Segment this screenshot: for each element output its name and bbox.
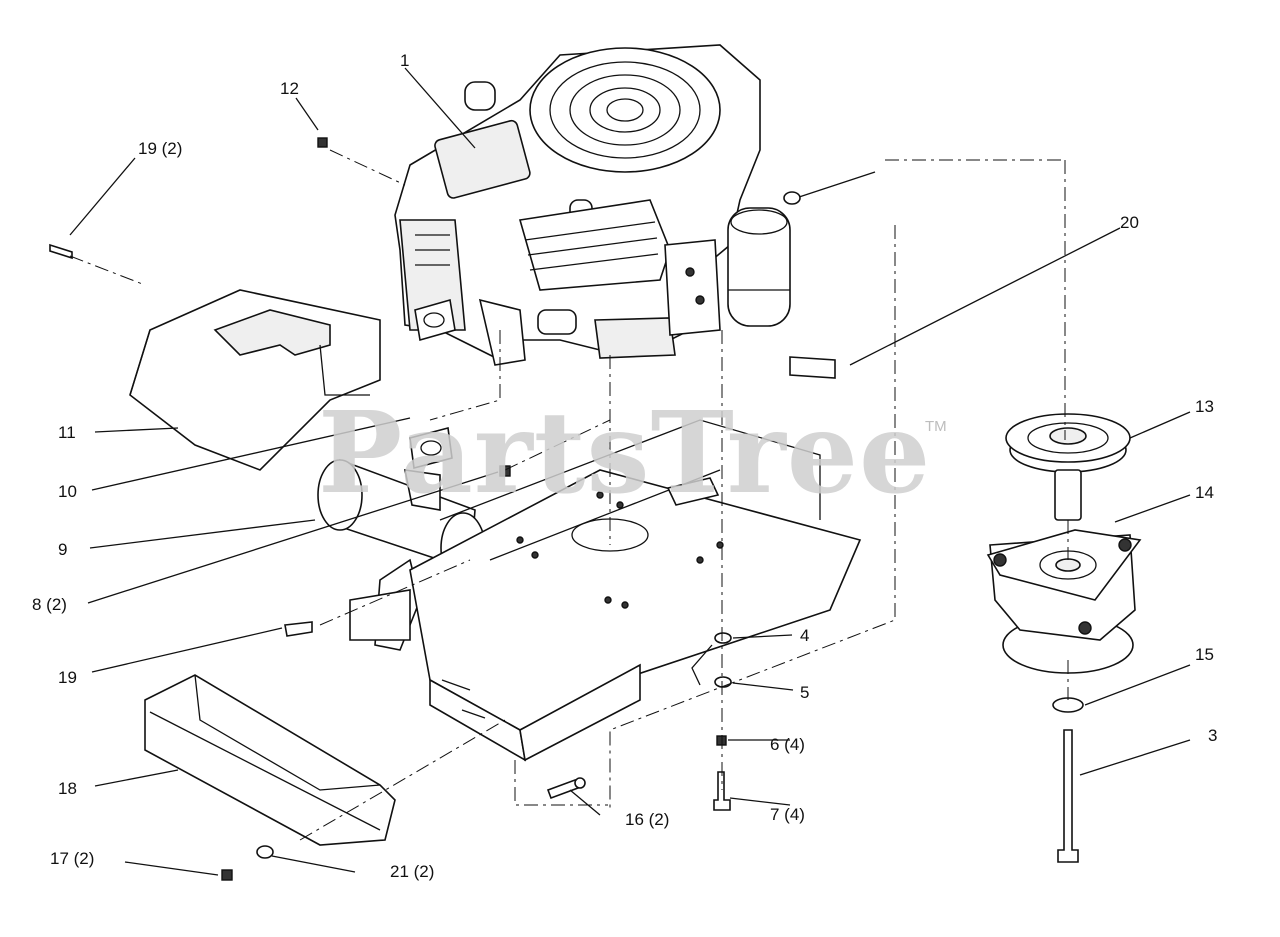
chassis-frame-part — [349, 419, 862, 762]
watermark-trademark: TM — [925, 418, 947, 435]
callout-1: 1 — [400, 51, 410, 70]
callout-16-2: 16 (2) — [625, 810, 670, 829]
hardware-parts — [49, 137, 1084, 881]
callout-15: 15 — [1195, 645, 1214, 664]
callout-14: 14 — [1195, 483, 1214, 502]
watermark-text: PartsTree — [318, 388, 932, 519]
part-21-washer — [256, 845, 274, 859]
heat-shield-part — [129, 289, 381, 471]
part-5-washer — [714, 676, 732, 688]
callout-11: 11 — [58, 423, 76, 442]
callout-21-2: 21 (2) — [390, 862, 435, 881]
gasket-part — [409, 298, 456, 470]
callout-13: 13 — [1195, 397, 1214, 416]
part-4-washer — [714, 632, 732, 644]
pulley-part — [1005, 413, 1131, 521]
bumper-part — [144, 674, 396, 846]
part-12-nut — [317, 137, 328, 148]
part-8-nut — [499, 465, 511, 477]
callout-17-2: 17 (2) — [50, 849, 95, 868]
callout-19-2-top: 19 (2) — [138, 139, 183, 158]
callout-8-2: 8 (2) — [32, 595, 67, 614]
part-3-bolt — [1057, 729, 1079, 863]
callout-12: 12 — [280, 79, 299, 98]
callout-5: 5 — [800, 683, 810, 702]
part-16-bolt — [546, 778, 580, 800]
callout-4: 4 — [800, 626, 810, 645]
leader-lines — [69, 67, 1191, 876]
clutch-part — [986, 529, 1142, 674]
callout-20: 20 — [1120, 213, 1139, 232]
alignment-lines — [69, 149, 1069, 841]
callout-19: 19 — [58, 668, 77, 687]
callout-9: 9 — [58, 540, 68, 559]
callout-3: 3 — [1208, 726, 1218, 745]
callout-10: 10 — [58, 482, 77, 501]
part-19-bolt — [284, 621, 313, 637]
part-17-nut — [221, 869, 233, 881]
callout-6-4: 6 (4) — [770, 735, 805, 754]
part-15-washer — [1052, 697, 1084, 713]
callout-18: 18 — [58, 779, 77, 798]
part-7-bolt — [713, 771, 731, 811]
callout-7-4: 7 (4) — [770, 805, 805, 824]
part-19-2-bolt — [49, 243, 73, 260]
engine-part — [394, 44, 876, 366]
part-20-connector — [789, 356, 836, 379]
